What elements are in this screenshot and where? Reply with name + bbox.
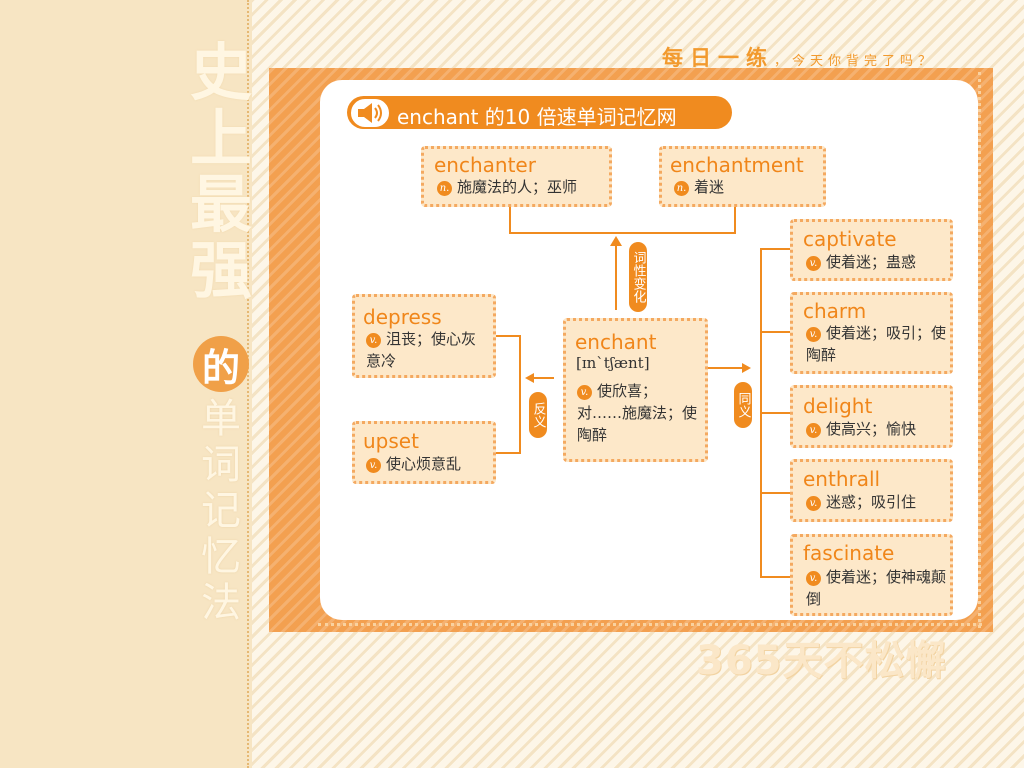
definition: v.使着迷；吸引；使陶醉 (806, 322, 946, 366)
arrow-left-icon (525, 373, 534, 383)
definition-text: 施魔法的人；巫师 (457, 178, 578, 196)
side-title-char: 最 (189, 168, 252, 241)
pos-badge: v. (806, 571, 821, 586)
word-card-enchantment (659, 146, 826, 207)
side-subtitle-char: 忆 (201, 534, 241, 580)
side-title-de: 的 (201, 345, 240, 390)
word-upset: upset (363, 429, 419, 453)
word-delight: delight (803, 394, 873, 418)
definition: n. 施魔法的人；巫师 (437, 176, 577, 198)
word-card-delight (790, 385, 953, 448)
side-subtitle-char: 法 (201, 580, 241, 626)
word-card-enthrall (790, 459, 953, 522)
arrow-up-icon (610, 236, 622, 246)
connector (495, 335, 520, 337)
connector (760, 331, 790, 333)
connector (760, 576, 790, 578)
pos-badge: v. (806, 423, 821, 438)
definition-text: 使着迷；蛊惑 (826, 253, 917, 271)
card-dotted-edge-right (978, 72, 981, 628)
word-card-upset (352, 421, 496, 484)
speaker-icon[interactable] (349, 97, 391, 129)
derivatives-label: 词性变化 (629, 242, 647, 312)
definition-text: 使心烦意乱 (386, 455, 462, 473)
connector (760, 248, 790, 250)
synonyms-label: 同义 (734, 382, 752, 428)
word-fascinate: fascinate (803, 541, 895, 565)
connector (519, 335, 521, 454)
pos-badge: v. (577, 385, 592, 400)
derivatives-label-text: 词性变化 (630, 251, 646, 303)
pos-badge: n. (674, 181, 689, 196)
phonetic: [ɪn`tʃænt] (576, 354, 650, 372)
definition-text: 沮丧；使心灰意冷 (366, 330, 477, 370)
daily-slogan-question: ，今天你背完了吗？ (774, 54, 937, 69)
word-enchantment: enchantment (670, 153, 804, 177)
definition: v. 使着迷；蛊惑 (806, 251, 916, 273)
definition-text: 使欣喜；对……施魔法；使陶醉 (577, 382, 698, 444)
pos-badge: v. (806, 496, 821, 511)
synonyms-label-text: 同义 (735, 392, 751, 418)
antonyms-label: 反义 (529, 392, 547, 438)
connector (495, 452, 520, 454)
side-subtitle-char: 词 (201, 442, 241, 488)
definition: v. 使高兴；愉快 (806, 418, 916, 440)
side-title: 史 上 最 强 (186, 40, 256, 304)
definition: v.沮丧；使心灰意冷 (366, 328, 490, 372)
definition: v. 使心烦意乱 (366, 453, 461, 475)
word-charm: charm (803, 299, 867, 323)
pos-badge: v. (806, 327, 821, 342)
side-subtitle: 单 词 记 忆 法 (198, 396, 244, 626)
pos-badge: v. (806, 256, 821, 271)
bottom-slogan: 365天不松懈 (696, 638, 947, 684)
side-subtitle-char: 单 (201, 396, 241, 442)
card-dotted-edge-bottom (318, 623, 982, 626)
word-captivate: captivate (803, 227, 897, 251)
definition: v.使着迷；使神魂颠倒 (806, 566, 946, 610)
speaker-icon-glyph (358, 103, 382, 123)
word-card-captivate (790, 219, 953, 281)
side-title-char: 史 (189, 36, 252, 109)
word-depress: depress (363, 305, 442, 329)
pos-badge: v. (366, 458, 381, 473)
word-card-enchanter (421, 146, 612, 207)
left-panel-divider (247, 0, 249, 768)
diagram-title: enchant 的10 倍速单词记忆网 (397, 105, 677, 129)
definition-text: 使高兴；愉快 (826, 420, 917, 438)
side-subtitle-char: 记 (201, 488, 241, 534)
daily-slogan-main: 每日一练 (662, 46, 774, 70)
definition-text: 迷惑；吸引住 (826, 493, 917, 511)
word-enchant: enchant (575, 330, 657, 354)
arrow-right-icon (742, 363, 751, 373)
definition: v.使欣喜；对……施魔法；使陶醉 (577, 380, 699, 446)
pos-badge: v. (366, 333, 381, 348)
connector (532, 377, 554, 379)
definition-text: 着迷 (694, 178, 725, 196)
definition: n. 着迷 (674, 176, 724, 198)
title-bar (347, 96, 732, 129)
connector (615, 246, 617, 310)
side-title-char: 上 (189, 102, 252, 175)
word-enthrall: enthrall (803, 467, 881, 491)
daily-slogan: 每日一练，今天你背完了吗？ (662, 42, 936, 72)
definition-text: 使着迷；吸引；使陶醉 (806, 324, 947, 364)
word-enchanter: enchanter (434, 153, 536, 177)
connector (708, 367, 742, 369)
pos-badge: n. (437, 181, 452, 196)
connector (760, 492, 790, 494)
word-card-fascinate (790, 534, 953, 616)
connector (734, 206, 736, 233)
side-title-char: 强 (189, 234, 252, 307)
definition: v. 迷惑；吸引住 (806, 491, 916, 513)
connector (509, 206, 511, 233)
side-title-de-circle: 的 (193, 336, 249, 392)
connector (760, 412, 790, 414)
antonyms-label-text: 反义 (530, 402, 546, 428)
connector (509, 232, 736, 234)
definition-text: 使着迷；使神魂颠倒 (806, 568, 947, 608)
